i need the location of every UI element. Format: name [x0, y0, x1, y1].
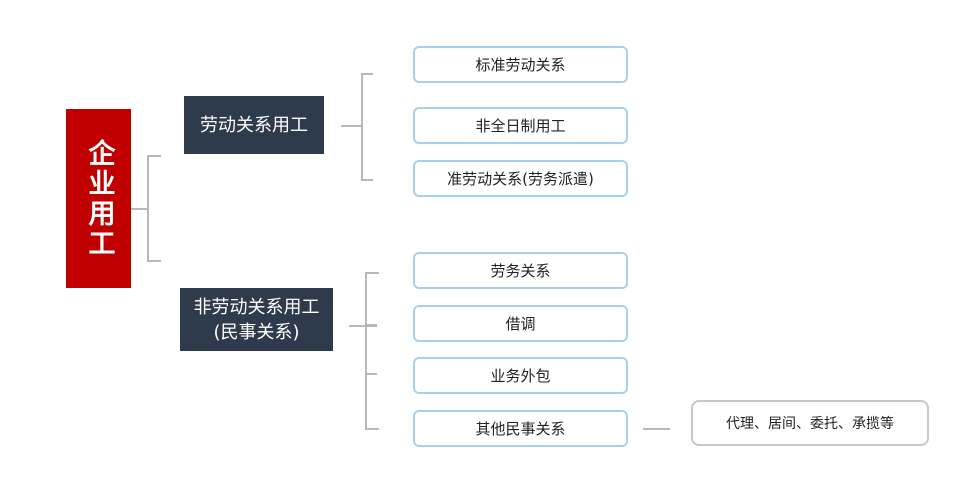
leaf-label: 准劳动关系(劳务派遣): [447, 170, 594, 188]
leaf-node: 业务外包: [413, 357, 628, 394]
connector-root-branch-2: [147, 260, 161, 262]
category-label: 非劳动关系用工(民事关系): [193, 296, 320, 343]
connector-cat2-spine: [365, 272, 367, 430]
root-label: 企业用工: [83, 138, 115, 259]
connector-root-branch-1: [147, 155, 161, 157]
leaf-label: 业务外包: [490, 367, 551, 385]
connector-cat1-branch-1: [361, 73, 373, 75]
category-label: 劳动关系用工: [200, 114, 308, 136]
leaf-node: 借调: [413, 305, 628, 342]
leaf-label: 借调: [505, 315, 536, 333]
connector-cat2-stem: [349, 325, 377, 327]
category-non-labor-relation: 非劳动关系用工(民事关系): [180, 288, 333, 351]
leaf-label: 非全日制用工: [475, 117, 566, 135]
leaf-label: 其他民事关系: [475, 420, 566, 438]
leaf-node: 标准劳动关系: [413, 46, 628, 83]
connector-cat2-branch-2: [365, 428, 379, 430]
connector-root-spine: [147, 155, 149, 262]
connector-cat1-stem: [341, 125, 363, 127]
leaf-node: 其他民事关系: [413, 410, 628, 447]
leaf-node: 准劳动关系(劳务派遣): [413, 160, 628, 197]
category-labor-relation: 劳动关系用工: [184, 96, 324, 154]
leaf-label: 劳务关系: [490, 262, 551, 280]
connector-cat2-branch-1: [365, 272, 379, 274]
connector-note: [643, 428, 670, 430]
connector-cat1-spine: [361, 73, 363, 181]
root-node: 企业用工: [66, 109, 131, 288]
note-label: 代理、居间、委托、承揽等: [726, 416, 894, 432]
connector-cat2-mid-2: [367, 373, 377, 375]
connector-cat1-branch-2: [361, 179, 373, 181]
leaf-label: 标准劳动关系: [475, 56, 566, 74]
leaf-node: 非全日制用工: [413, 107, 628, 144]
leaf-node: 劳务关系: [413, 252, 628, 289]
note-node: 代理、居间、委托、承揽等: [691, 400, 929, 446]
connector-root-stem: [131, 208, 148, 210]
connector-cat2-mid-1: [367, 324, 377, 326]
